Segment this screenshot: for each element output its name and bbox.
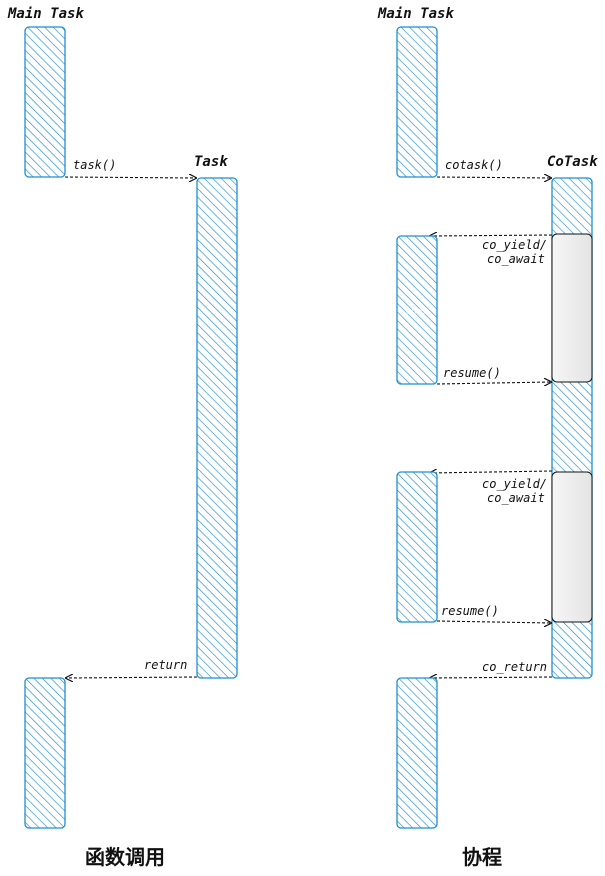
left-call-label: task() [73,158,116,172]
right-main-task-bar-2 [396,235,438,385]
right-yield-arrow-2 [430,471,553,473]
right-yield2-line1: co_yield/ [482,477,547,491]
right-main-task-bar-1 [396,26,438,178]
right-yield1-line1: co_yield/ [482,238,547,252]
left-main-task-bar-top [24,26,66,178]
left-main-task-label: Main Task [7,6,84,22]
left-caption: 函数调用 [85,845,165,869]
right-co-return-label: co_return [482,660,547,674]
right-resume2-label: resume() [441,604,499,618]
right-caption: 协程 [462,845,502,869]
right-cotask-label: CoTask [547,154,598,170]
right-yield2-line2: co_await [487,491,545,505]
left-main-task-bar-bottom [24,677,66,829]
left-call-arrow [64,177,196,178]
right-resume1-label: resume() [443,366,501,380]
left-return-arrow [66,677,198,678]
right-yield-arrow-1 [430,235,553,236]
right-diagram: Main Task CoTask cotask() co_yield/ co_a… [377,6,598,869]
right-call-arrow [436,177,551,178]
left-task-label: Task [194,154,228,170]
left-diagram: Main Task Task task() return 函数调用 [7,6,238,869]
right-yield1-line2: co_await [487,252,545,266]
right-ghost-label: coro [406,307,426,317]
right-main-task-label: Main Task [377,6,454,22]
right-co-return-arrow [430,677,553,678]
left-task-bar [196,177,238,679]
right-resume-arrow-1 [436,382,551,384]
right-main-task-bar-3 [396,471,438,623]
right-resume-arrow-2 [436,621,551,623]
right-cotask-suspend-2 [551,471,593,623]
right-main-task-bar-4 [396,677,438,829]
left-return-label: return [144,658,187,672]
right-call-label: cotask() [445,158,503,172]
right-cotask-suspend-1 [551,233,593,383]
